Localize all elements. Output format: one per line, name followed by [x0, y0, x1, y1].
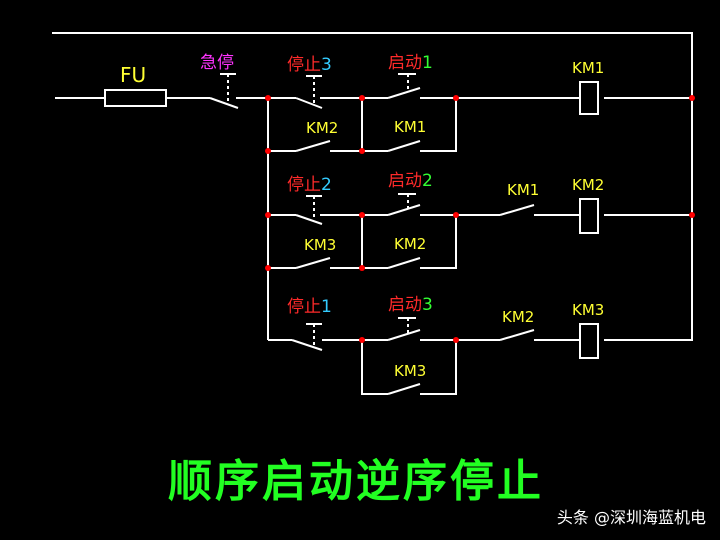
top-return-wire	[52, 32, 693, 341]
start2-contact	[387, 193, 421, 216]
km1-interlock-label: KM1	[507, 181, 539, 199]
coil-km1-label: KM1	[572, 59, 604, 77]
fuse-label: FU	[120, 63, 146, 87]
fuse-symbol	[104, 89, 167, 107]
diagram-title: 顺序启动逆序停止	[168, 456, 544, 507]
km2-interlock-contact	[295, 140, 331, 152]
km1-hold-label: KM1	[394, 118, 426, 136]
km2-interlock-label: KM2	[306, 119, 338, 137]
estop-label: 急停	[200, 53, 234, 73]
coil-km3	[579, 323, 599, 359]
km3-hold-label: KM3	[394, 362, 426, 380]
km2-interlock2-label: KM2	[502, 308, 534, 326]
km3-hold-contact	[387, 383, 421, 395]
start2-label: 启动2	[388, 171, 433, 191]
stop2-contact	[295, 195, 323, 225]
km3-interlock-contact	[295, 257, 331, 269]
start1-label: 启动1	[388, 53, 433, 73]
stop3-label: 停止3	[287, 55, 332, 75]
start1-contact	[387, 73, 421, 99]
km1-interlock-contact	[499, 204, 535, 216]
stop2-label: 停止2	[287, 175, 332, 195]
km1-hold-contact	[387, 140, 421, 152]
stop1-contact	[291, 323, 323, 351]
estop-contact	[209, 73, 239, 109]
coil-km2-label: KM2	[572, 176, 604, 194]
row3-lower	[361, 340, 457, 395]
start3-contact	[387, 317, 421, 341]
junction-nodes	[265, 95, 695, 343]
km2-hold-contact	[387, 257, 421, 269]
coil-km1	[579, 81, 599, 115]
km3-interlock-label: KM3	[304, 236, 336, 254]
row2-lower	[268, 215, 457, 269]
coil-km3-label: KM3	[572, 301, 604, 319]
km2-interlock2-contact	[499, 329, 535, 341]
watermark: 头条 @深圳海蓝机电	[556, 508, 706, 527]
coil-km2	[579, 198, 599, 234]
stop3-contact	[295, 75, 323, 109]
km2-hold-label: KM2	[394, 235, 426, 253]
start3-label: 启动3	[388, 295, 433, 315]
stop1-label: 停止1	[287, 297, 332, 317]
row1-lower	[268, 98, 457, 152]
